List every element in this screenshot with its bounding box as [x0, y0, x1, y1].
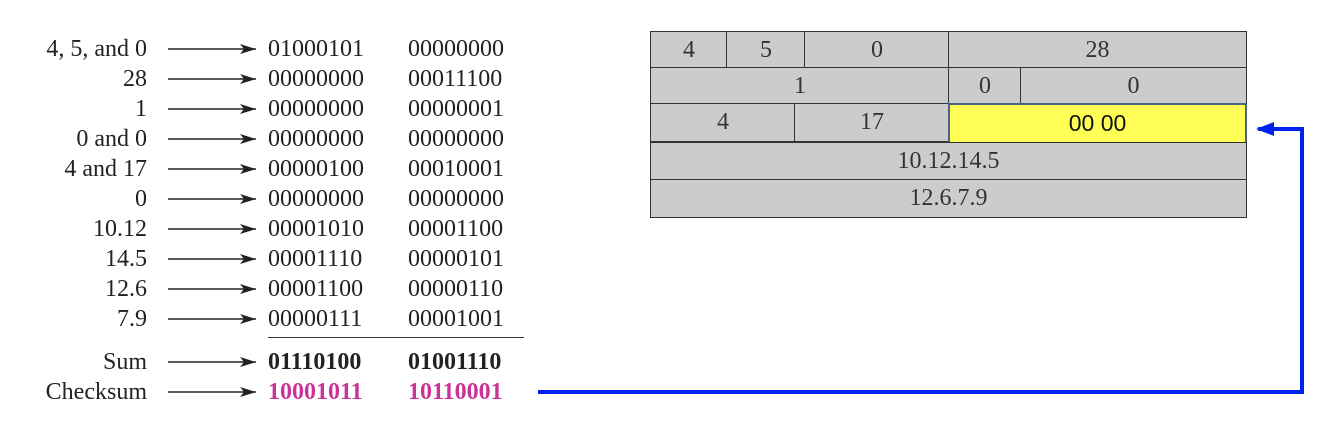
byte-high: 00000111: [268, 306, 363, 332]
right-arrow-icon: [168, 104, 256, 114]
row-label: 12.6: [105, 276, 147, 302]
sum-byte-high: 01110100: [268, 349, 362, 375]
right-arrow-icon: [168, 44, 256, 54]
ip-header-table: 4 5 0 28 1 0 0 4 17 00 00 10.12.14.5 12.…: [650, 31, 1247, 218]
checksum-row: 7.9 00000111 00001001: [0, 304, 540, 334]
byte-low: 00000110: [408, 276, 504, 302]
right-arrow-icon: [168, 194, 256, 204]
checksum-label: Checksum: [45, 379, 147, 405]
sum-divider: [268, 337, 524, 338]
byte-low: 00011100: [408, 66, 503, 92]
sum-row: Sum 01110100 01001110: [0, 347, 540, 377]
checksum-row: 4, 5, and 0 01000101 00000000: [0, 34, 540, 64]
checksum-byte-high: 10001011: [268, 379, 363, 405]
right-arrow-icon: [168, 357, 256, 367]
row-label: 1: [135, 96, 147, 122]
right-arrow-icon: [168, 387, 256, 397]
checksum-row: 0 and 0 00000000 00000000: [0, 124, 540, 154]
byte-low: 00000101: [408, 246, 504, 272]
byte-high: 00001010: [268, 216, 364, 242]
byte-high: 00000000: [268, 186, 364, 212]
checksum-row: 28 00000000 00011100: [0, 64, 540, 94]
destination-ip-cell: 12.6.7.9: [650, 179, 1247, 218]
checksum-byte-low: 10110001: [408, 379, 503, 405]
row-label: 0: [135, 186, 147, 212]
byte-high: 00000000: [268, 66, 364, 92]
byte-low: 00001001: [408, 306, 504, 332]
right-arrow-icon: [168, 74, 256, 84]
byte-low: 00000000: [408, 126, 504, 152]
source-ip-cell: 10.12.14.5: [650, 142, 1247, 181]
right-arrow-icon: [168, 164, 256, 174]
row-label: 28: [123, 66, 147, 92]
checksum-row: 12.6 00001100 00000110: [0, 274, 540, 304]
checksum-field-cell: 00 00: [948, 103, 1247, 144]
byte-low: 00000000: [408, 36, 504, 62]
right-arrow-icon: [168, 134, 256, 144]
hlen-cell: 5: [726, 31, 806, 69]
row-label: 7.9: [117, 306, 147, 332]
byte-high: 00001110: [268, 246, 363, 272]
right-arrow-icon: [168, 224, 256, 234]
sum-label: Sum: [102, 349, 147, 375]
protocol-cell: 17: [794, 103, 950, 142]
checksum-row: 10.12 00001010 00001100: [0, 214, 540, 244]
version-cell: 4: [650, 31, 728, 69]
byte-low: 00001100: [408, 216, 504, 242]
row-label: 10.12: [93, 216, 147, 242]
byte-high: 00000100: [268, 156, 364, 182]
right-arrow-icon: [168, 254, 256, 264]
row-label: 0 and 0: [76, 126, 147, 152]
checksum-row: 1 00000000 00000001: [0, 94, 540, 124]
right-arrow-icon: [168, 284, 256, 294]
total-length-cell: 28: [948, 31, 1247, 69]
byte-low: 00010001: [408, 156, 504, 182]
byte-high: 00000000: [268, 96, 364, 122]
byte-high: 00001100: [268, 276, 364, 302]
byte-high: 01000101: [268, 36, 364, 62]
checksum-row: 0 00000000 00000000: [0, 184, 540, 214]
row-label: 4, 5, and 0: [46, 36, 147, 62]
byte-high: 00000000: [268, 126, 364, 152]
service-cell: 0: [804, 31, 950, 69]
checksum-row: 14.5 00001110 00000101: [0, 244, 540, 274]
byte-low: 00000001: [408, 96, 504, 122]
right-arrow-icon: [168, 314, 256, 324]
byte-low: 00000000: [408, 186, 504, 212]
identification-cell: 1: [650, 67, 950, 105]
checksum-row: 4 and 17 00000100 00010001: [0, 154, 540, 184]
fragment-offset-cell: 0: [1020, 67, 1247, 105]
connector-line: [538, 122, 1304, 394]
sum-byte-low: 01001110: [408, 349, 502, 375]
row-label: 14.5: [105, 246, 147, 272]
checksum-result-row: Checksum 10001011 10110001: [0, 377, 540, 407]
row-label: 4 and 17: [64, 156, 147, 182]
